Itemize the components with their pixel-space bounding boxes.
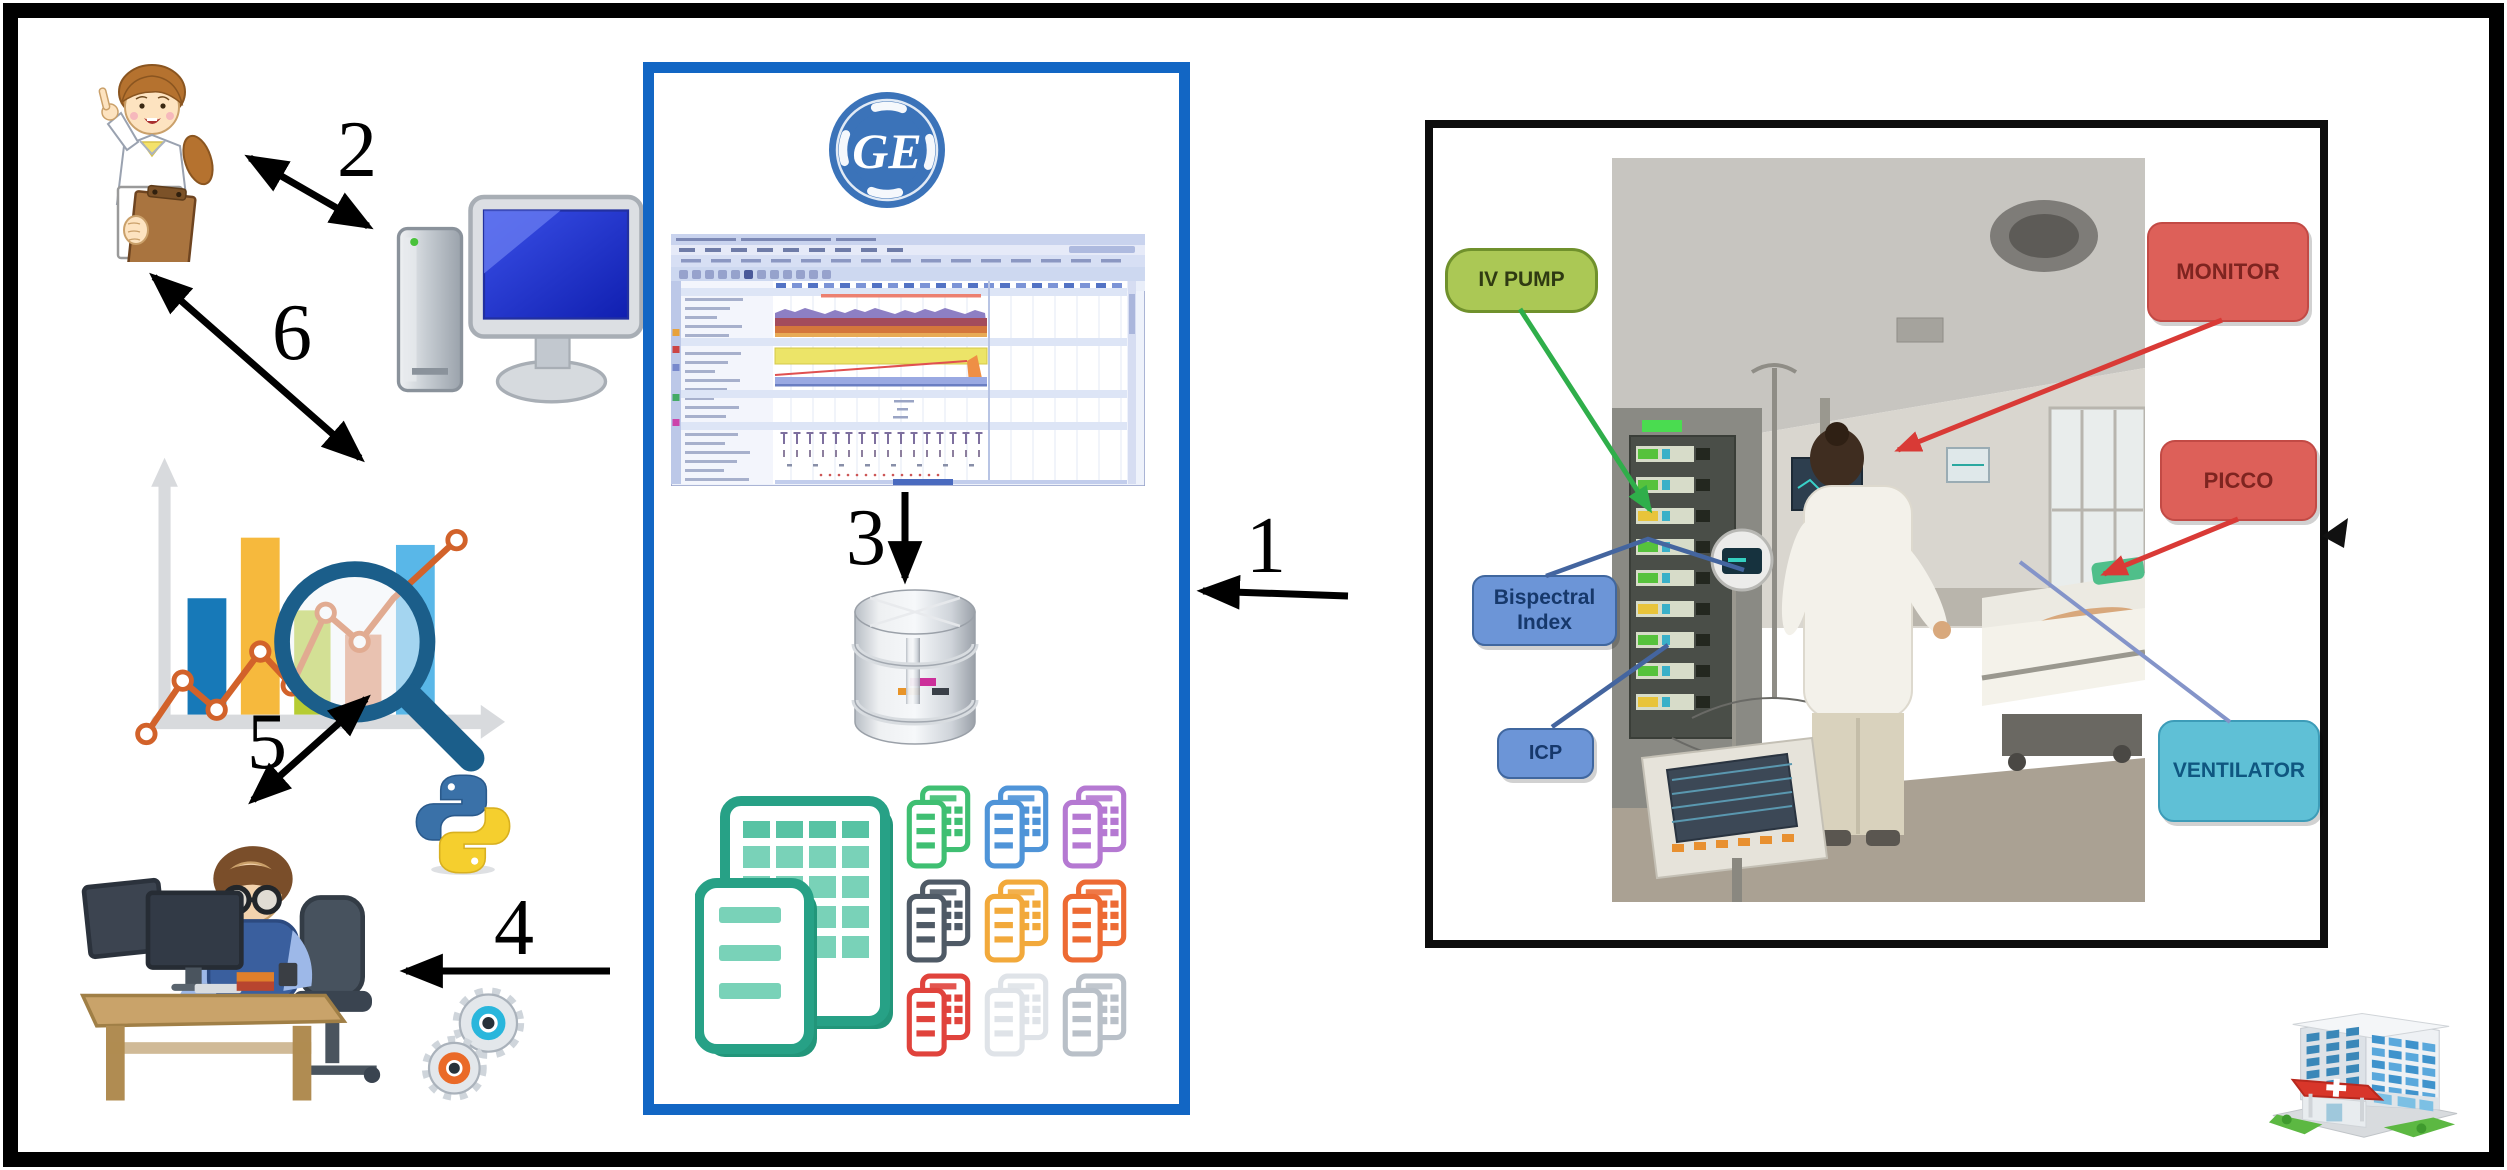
label-monitor: MONITOR xyxy=(2147,222,2309,322)
icp-text: ICP xyxy=(1528,742,1563,764)
data-scientist-icon xyxy=(79,846,381,1101)
spreadsheet-big-icon xyxy=(695,796,893,1057)
python-icon xyxy=(415,774,511,875)
spreadsheet-file-icon xyxy=(906,879,971,963)
spreadsheet-file-icon xyxy=(984,785,1049,869)
svg-text:GE: GE xyxy=(852,123,921,179)
bispectral-text-line2: Index xyxy=(1517,610,1572,634)
database-icon xyxy=(851,589,979,745)
step-number-1: 1 xyxy=(1246,502,1286,590)
ge-logo-icon: GE xyxy=(829,92,945,208)
step-number-2: 2 xyxy=(337,106,377,194)
step-number-6: 6 xyxy=(272,289,312,377)
clinician-icon xyxy=(98,64,214,262)
picco-text: PICCO xyxy=(2203,467,2274,493)
spreadsheet-file-icon xyxy=(906,973,971,1057)
step-number-4: 4 xyxy=(494,884,534,972)
hospital-building-icon xyxy=(2268,1013,2458,1138)
icu-room-photo xyxy=(1612,158,2145,902)
iv-pump-text: IV PUMP xyxy=(1478,268,1565,292)
spreadsheet-file-icon xyxy=(984,879,1049,963)
clipboard-icon xyxy=(127,184,197,262)
label-bispectral-index: Bispectral Index xyxy=(1472,575,1617,646)
label-icp: ICP xyxy=(1497,728,1594,779)
spreadsheet-file-icon xyxy=(1062,973,1127,1057)
label-iv-pump: IV PUMP xyxy=(1445,248,1598,313)
clinical-software-screenshot xyxy=(671,234,1145,486)
spreadsheet-file-icon xyxy=(906,785,971,869)
icu-devices-panel: IV PUMP MONITOR PICCO Bispectral Index I… xyxy=(1425,120,2328,948)
step-number-3: 3 xyxy=(846,494,886,582)
arrow-step-1 xyxy=(1196,574,1349,610)
ge-system-box: GE xyxy=(643,62,1190,1115)
ventilator-text: VENTILATOR xyxy=(2172,758,2306,782)
bispectral-text-line1: Bispectral xyxy=(1493,586,1596,610)
label-ventilator: VENTILATOR xyxy=(2158,720,2320,822)
arrow-step-6 xyxy=(149,272,365,463)
chart-with-magnifier-icon xyxy=(135,457,506,772)
spreadsheet-file-icon xyxy=(984,973,1049,1057)
label-picco: PICCO xyxy=(2160,440,2317,521)
export-files-grid xyxy=(905,785,1137,1067)
gears-icon xyxy=(421,987,525,1101)
monitor-text: MONITOR xyxy=(2176,259,2280,285)
desktop-computer-icon xyxy=(396,194,644,404)
spreadsheet-file-icon xyxy=(1062,785,1127,869)
step-number-5: 5 xyxy=(247,698,287,786)
spreadsheet-file-icon xyxy=(1062,879,1127,963)
